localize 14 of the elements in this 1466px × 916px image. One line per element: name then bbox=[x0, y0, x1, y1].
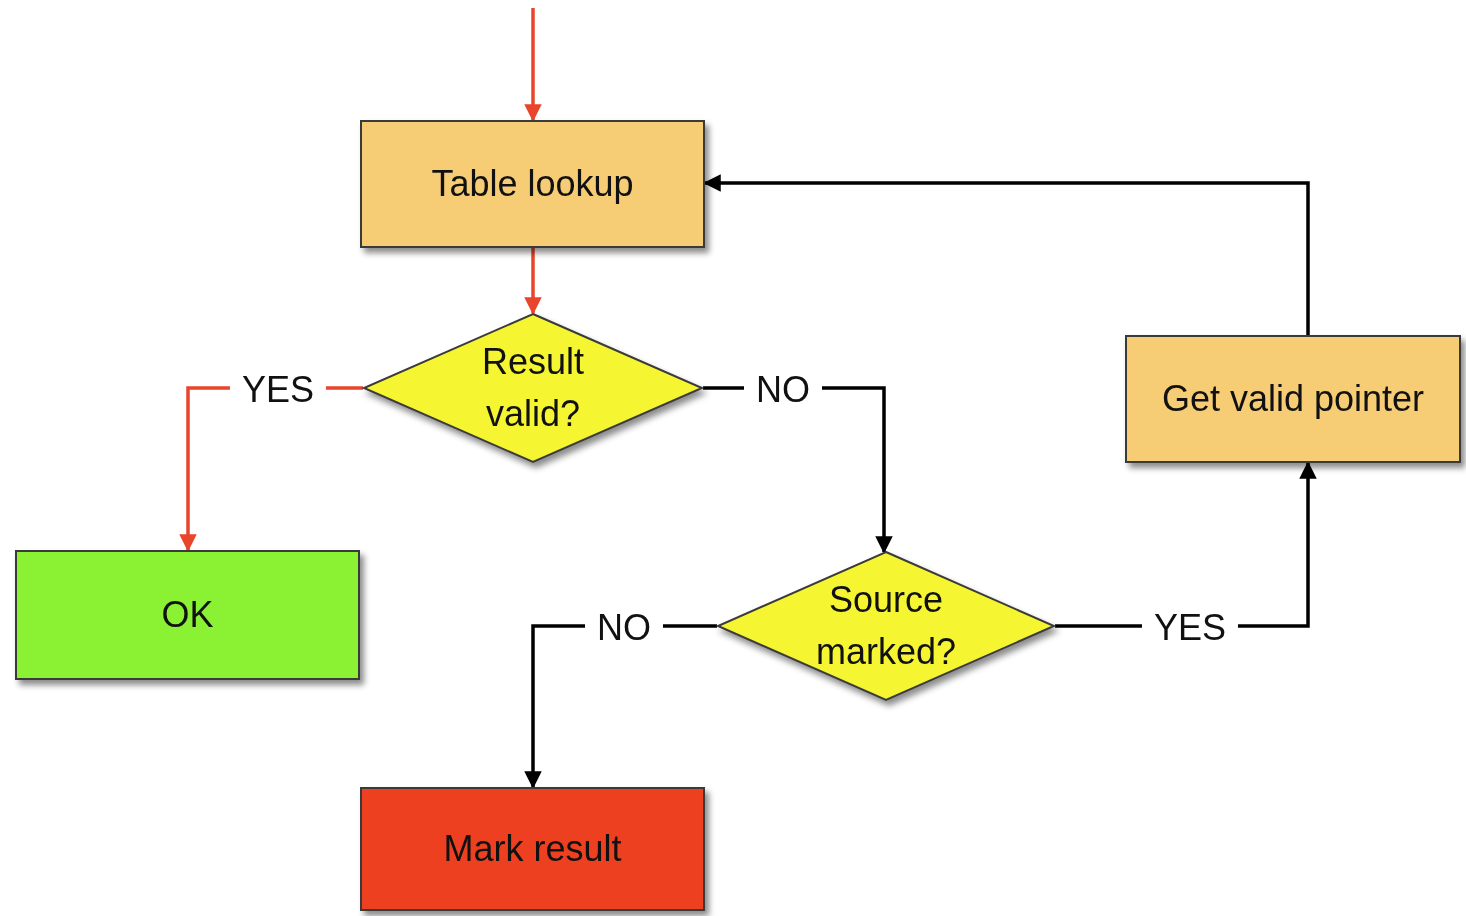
node-label: Table lookup bbox=[431, 161, 634, 206]
process-box bbox=[360, 787, 705, 911]
node-label: OK bbox=[161, 592, 214, 637]
decision-diamond bbox=[715, 550, 1057, 702]
node-label: Get valid pointer bbox=[1161, 376, 1425, 421]
node-label: Mark result bbox=[443, 826, 622, 871]
arrow bbox=[524, 8, 542, 122]
process-box bbox=[360, 120, 705, 248]
process-box bbox=[1125, 335, 1461, 463]
process-box bbox=[15, 550, 360, 680]
arrow bbox=[524, 248, 542, 315]
decision-diamond bbox=[361, 312, 705, 464]
node-label: Source marked? bbox=[814, 577, 958, 674]
node-label: Result valid? bbox=[480, 339, 585, 436]
